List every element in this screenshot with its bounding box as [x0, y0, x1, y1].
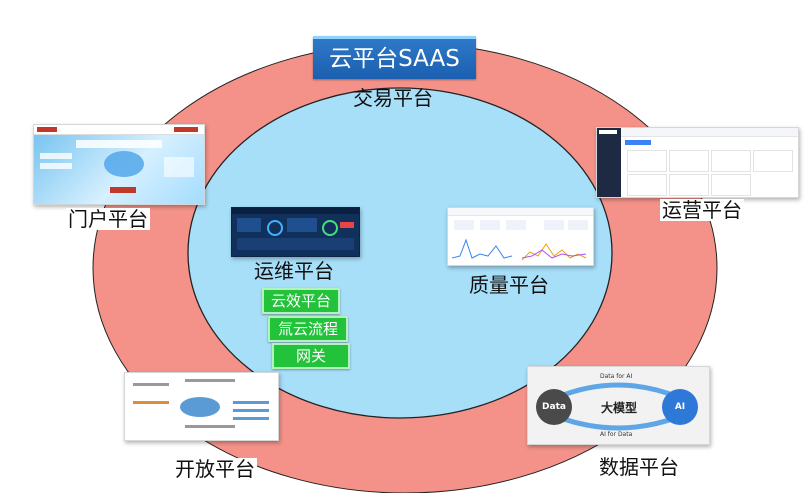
- data-node: Data: [536, 389, 572, 425]
- portal-platform-label: 门户平台: [66, 207, 150, 231]
- large-model-node: 大模型: [600, 401, 637, 415]
- portal-platform-screenshot: [33, 124, 205, 205]
- ops-platform-label: 运维平台: [254, 259, 334, 283]
- quality-platform-screenshot: [447, 207, 594, 266]
- ops-platform-screenshot: [231, 207, 360, 257]
- quality-platform-label: 质量平台: [469, 273, 549, 297]
- data-for-ai-caption: Data for AI: [600, 373, 633, 380]
- yunxiao-platform-box: 云效平台: [262, 288, 340, 314]
- operation-platform-screenshot: [596, 127, 799, 198]
- gateway-box: 网关: [272, 343, 350, 369]
- open-platform-screenshot: [124, 372, 279, 441]
- data-platform-label: 数据平台: [597, 455, 681, 479]
- data-platform-screenshot: Data 大模型 AI Data for AI AI for Data: [527, 366, 710, 445]
- chuanyun-process-box: 氚云流程: [268, 316, 348, 342]
- trade-platform-label: 交易平台: [353, 86, 433, 110]
- operation-platform-label: 运营平台: [660, 198, 744, 222]
- cloud-saas-title: 云平台SAAS: [313, 36, 476, 79]
- open-platform-label: 开放平台: [173, 457, 257, 481]
- ai-node: AI: [662, 389, 698, 425]
- ai-for-data-caption: AI for Data: [600, 431, 633, 438]
